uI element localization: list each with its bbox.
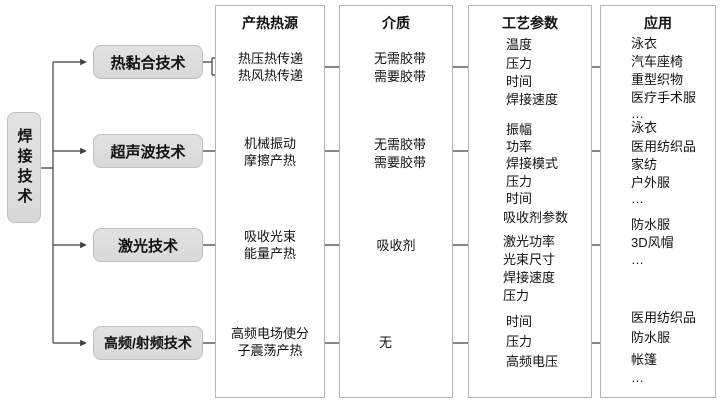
parameter-item: 时间 (506, 191, 533, 206)
parameter-item: 温度 (506, 37, 533, 52)
parameter-item: 焊接速度 (503, 270, 556, 285)
application-item: … (631, 370, 644, 385)
column-title-applications: 应用 (644, 15, 672, 31)
parameter-item: 焊接速度 (506, 92, 559, 107)
heat-source-item: 吸收光束 能量产热 (243, 229, 296, 261)
parameter-item: 压力 (506, 56, 533, 71)
application-item: 3D风帽 (631, 235, 674, 250)
column-title-heat-source: 产热热源 (242, 15, 298, 31)
parameter-item: 压力 (503, 288, 530, 303)
parameter-item: 时间 (506, 74, 533, 89)
application-item: 泳衣 (631, 36, 658, 51)
application-item: 汽车座椅 (631, 54, 684, 69)
medium-item: 无需胶带 (374, 51, 427, 66)
parameter-item: 压力 (506, 174, 533, 189)
tech-node-ultrasonic: 超声波技术 (93, 134, 203, 168)
heat-source-item: 高频电场使分 子震荡产热 (230, 326, 309, 358)
application-item: 重型织物 (631, 72, 684, 87)
parameter-item: 焊接模式 (506, 156, 559, 171)
parameter-item: 吸收剂参数 (503, 210, 569, 225)
heat-source-item: 机械振动 摩擦产热 (243, 136, 296, 168)
medium-item: 吸收剂 (376, 238, 416, 253)
application-item: 医用纺织品 (631, 139, 697, 154)
parameter-item: 功率 (506, 139, 533, 154)
panel-medium: 介质 无需胶带 需要胶带 无需胶带 需要胶带 吸收剂 无 (339, 5, 453, 398)
parameter-item: 压力 (506, 334, 533, 349)
medium-item: 无 (379, 335, 393, 350)
root-node-welding-technology: 焊接技术 (7, 112, 41, 223)
medium-item: 需要胶带 (374, 155, 427, 170)
application-item: 医疗手术服 (631, 90, 697, 105)
heat-source-item: 热风热传递 (238, 68, 304, 83)
application-item: 户外服 (631, 175, 671, 190)
parameter-item: 光束尺寸 (503, 252, 556, 267)
application-item: 泳衣 (631, 120, 658, 135)
panel-heat-source: 产热热源 热压热传递 热风热传递 机械振动 摩擦产热 吸收光束 能量产热 高频电… (215, 5, 325, 398)
application-item: 防水服 (631, 330, 671, 345)
heat-source-item: 热压热传递 (238, 51, 304, 66)
application-item: 帐篷 (631, 352, 658, 367)
column-title-parameters: 工艺参数 (502, 15, 558, 31)
tech-node-high-frequency: 高频/射频技术 (93, 326, 203, 360)
application-item: … (631, 191, 644, 206)
tech-node-thermal-bonding: 热黏合技术 (93, 45, 203, 79)
parameter-item: 时间 (506, 314, 533, 329)
medium-item: 无需胶带 (374, 137, 427, 152)
parameter-item: 振幅 (506, 122, 533, 137)
parameter-item: 激光功率 (503, 234, 556, 249)
application-item: … (631, 252, 644, 267)
panel-parameters: 工艺参数 温度 压力 时间 焊接速度 振幅 功率 焊接模式 压力 时间 吸收剂参… (468, 5, 592, 398)
root-connectors (41, 58, 87, 347)
tech-node-laser: 激光技术 (93, 228, 203, 262)
column-title-medium: 介质 (382, 15, 410, 31)
parameter-item: 高频电压 (506, 354, 559, 369)
application-item: 医用纺织品 (631, 310, 697, 325)
medium-item: 需要胶带 (374, 69, 427, 84)
application-item: … (631, 106, 644, 121)
application-item: 防水服 (631, 217, 671, 232)
application-item: 家纺 (631, 157, 658, 172)
panel-applications: 应用 泳衣 汽车座椅 重型织物 医疗手术服 … 泳衣 医用纺织品 家纺 户外服 … (600, 5, 716, 398)
